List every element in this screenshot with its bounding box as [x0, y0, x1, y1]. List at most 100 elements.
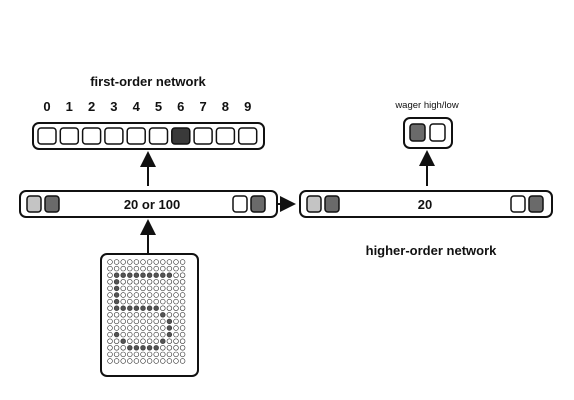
input-pixel	[173, 318, 179, 325]
input-pixel	[179, 331, 186, 338]
digit-label-5: 5	[155, 99, 162, 114]
input-pixel	[140, 338, 146, 344]
input-pixel	[146, 305, 153, 311]
digit-label-7: 7	[199, 99, 206, 114]
input-pixel	[140, 331, 146, 338]
input-pixel	[107, 272, 113, 278]
input-pixel	[127, 298, 133, 305]
input-pixel	[127, 358, 133, 364]
output-unit-8	[215, 127, 236, 145]
input-pixel	[127, 259, 133, 265]
input-pixel	[153, 259, 159, 265]
input-pixel	[120, 272, 126, 278]
input-pixel	[173, 358, 179, 364]
input-pixel	[113, 312, 120, 318]
input-pixel	[113, 325, 120, 331]
input-pixel	[173, 292, 179, 298]
input-pixel	[133, 279, 140, 285]
input-pixel	[166, 318, 173, 325]
first-order-hidden-label: 20 or 100	[124, 197, 180, 212]
input-pixel	[160, 351, 166, 358]
input-pixel	[140, 358, 146, 364]
input-pixel	[146, 358, 153, 364]
input-pixel	[153, 292, 159, 298]
input-pixel	[140, 265, 146, 272]
input-pixel	[133, 292, 140, 298]
input-pixel	[120, 358, 126, 364]
input-pixel	[160, 331, 166, 338]
input-pixel	[166, 325, 173, 331]
input-pixel	[160, 325, 166, 331]
input-pixel	[107, 318, 113, 325]
input-pixel	[113, 265, 120, 272]
input-pixel	[166, 338, 173, 344]
input-pixel	[107, 345, 113, 351]
input-pixel	[179, 345, 186, 351]
wager-label: wager high/low	[394, 100, 459, 111]
input-pixel	[179, 272, 186, 278]
input-pixel	[113, 259, 120, 265]
input-pixel	[179, 338, 186, 344]
input-pixel	[179, 325, 186, 331]
input-pixel	[153, 312, 159, 318]
input-pixel	[127, 305, 133, 311]
hidden-unit-left-2	[44, 195, 60, 213]
input-pixel	[120, 312, 126, 318]
input-pixel	[173, 279, 179, 285]
ho-unit-left-1	[306, 195, 322, 213]
input-pixel	[179, 298, 186, 305]
input-pixel	[160, 345, 166, 351]
input-pixel	[153, 338, 159, 344]
input-pixel	[140, 345, 146, 351]
input-pixel	[113, 331, 120, 338]
input-pixel	[120, 331, 126, 338]
input-pixel	[133, 272, 140, 278]
input-pixel	[120, 279, 126, 285]
input-pixel	[107, 338, 113, 344]
input-pixel	[160, 285, 166, 292]
input-pixel	[153, 345, 159, 351]
input-pixel	[127, 345, 133, 351]
digit-label-4: 4	[133, 99, 141, 114]
input-pixel	[146, 285, 153, 292]
ho-unit-right-2	[528, 195, 544, 213]
input-pixel	[173, 298, 179, 305]
input-pixel	[179, 279, 186, 285]
digit-label-8: 8	[222, 99, 229, 114]
input-pixel	[133, 298, 140, 305]
input-pixel	[107, 279, 113, 285]
digit-label-9: 9	[244, 99, 251, 114]
input-pixel	[173, 345, 179, 351]
input-pixel	[120, 318, 126, 325]
first-order-title: first-order network	[90, 74, 206, 89]
input-pixel	[166, 351, 173, 358]
input-pixel	[120, 325, 126, 331]
input-pixel	[113, 305, 120, 311]
input-pixel	[153, 351, 159, 358]
hidden-unit-right-1	[232, 195, 248, 213]
input-pixel	[166, 345, 173, 351]
input-pixel	[140, 325, 146, 331]
input-pixel	[166, 312, 173, 318]
input-pixel	[133, 358, 140, 364]
input-pixel	[120, 305, 126, 311]
input-pixel	[127, 279, 133, 285]
input-pixel	[153, 298, 159, 305]
input-pixel	[113, 292, 120, 298]
ho-unit-left-2	[324, 195, 340, 213]
input-pixel	[160, 298, 166, 305]
output-unit-2	[81, 127, 102, 145]
input-pixel	[140, 298, 146, 305]
input-pixel	[173, 259, 179, 265]
input-pixel	[166, 358, 173, 364]
input-pixel	[140, 259, 146, 265]
input-pixel	[153, 279, 159, 285]
input-pixel	[173, 305, 179, 311]
input-pixel	[166, 285, 173, 292]
input-pixel	[140, 272, 146, 278]
wager-unit-low	[429, 123, 446, 142]
input-pixel	[127, 351, 133, 358]
input-pixel	[179, 305, 186, 311]
output-units	[37, 127, 258, 145]
input-pixel	[127, 292, 133, 298]
